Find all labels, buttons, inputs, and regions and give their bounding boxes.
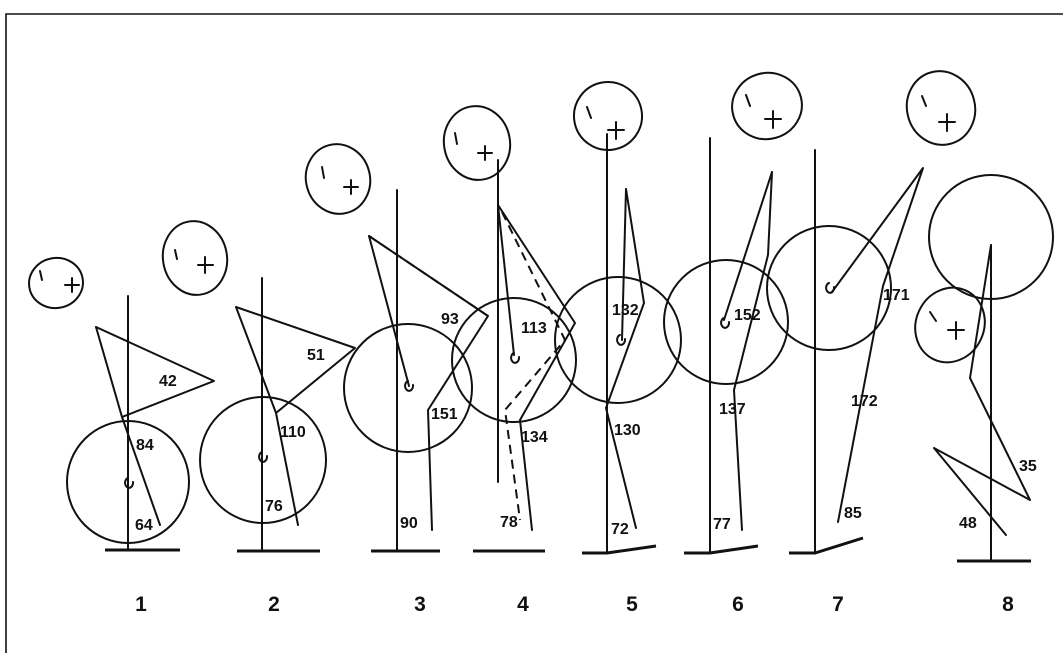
limb-segment	[235, 306, 277, 414]
limb-segment	[621, 188, 627, 341]
hook-marker	[510, 352, 521, 364]
angle-label: 72	[611, 521, 629, 538]
limb-segment	[368, 235, 410, 387]
head-marker	[586, 106, 625, 140]
limb-segments	[831, 167, 924, 523]
hook-marker	[616, 334, 627, 346]
angle-label: 134	[521, 429, 548, 446]
frame-1: 42 84 64 1	[28, 256, 215, 616]
limb-segments	[605, 188, 645, 529]
frame-8: 35 48 8	[914, 174, 1054, 616]
head-outline	[442, 105, 512, 181]
angle-label: 42	[159, 373, 177, 390]
frame-2: 51 110 76 2	[161, 220, 356, 616]
frame-number: 7	[832, 593, 844, 616]
head-marker	[174, 249, 214, 274]
head-outline	[731, 71, 803, 141]
head-marker	[745, 94, 782, 129]
hook-marker	[825, 282, 836, 294]
angle-label: 77	[713, 516, 731, 533]
limb-segments	[733, 171, 773, 531]
head-outline	[161, 220, 229, 296]
frame-7: 171 172 85 7	[766, 70, 977, 616]
limb-segment	[723, 171, 773, 321]
angle-label: 84	[136, 437, 154, 454]
joint-circle	[343, 323, 473, 453]
frame-6: 152 137 77 6	[663, 71, 803, 616]
frame-number: 8	[1002, 593, 1014, 616]
frame-4: 113 134 78 4	[442, 105, 577, 616]
frame-3: 93 151 90 3	[304, 143, 489, 616]
limb-segments	[368, 235, 489, 531]
limb-segments	[235, 306, 356, 526]
limb-segments	[95, 326, 215, 526]
head-outline	[914, 286, 986, 364]
angle-label: 113	[521, 320, 547, 337]
limb-segment	[95, 326, 123, 418]
dashed-limb-segment	[501, 211, 567, 521]
hook-marker	[124, 477, 135, 489]
head-marker	[454, 132, 493, 161]
limb-segment	[497, 204, 515, 356]
dashed-limb-segment	[368, 235, 489, 317]
limb-segments	[933, 244, 1031, 536]
hook-marker	[720, 317, 731, 329]
ground-line	[582, 544, 657, 555]
joint-circle	[199, 396, 327, 524]
angle-label: 64	[135, 517, 153, 534]
angle-label: 48	[959, 515, 977, 532]
hook-marker	[404, 380, 415, 392]
joint-circle	[554, 276, 682, 404]
frame-number: 6	[732, 593, 744, 616]
hook-marker	[258, 451, 269, 463]
angle-label: 85	[844, 505, 862, 522]
head-outline	[304, 143, 372, 215]
angle-label: 172	[851, 393, 878, 410]
joint-circle	[451, 297, 577, 423]
frame-number: 1	[135, 593, 147, 616]
ground-line	[789, 536, 864, 555]
frame-number: 2	[268, 593, 280, 616]
head-marker	[929, 311, 965, 340]
head-marker	[39, 270, 80, 293]
limb-segments	[497, 204, 576, 531]
frame-number: 4	[517, 593, 529, 616]
frame-number: 3	[414, 593, 426, 616]
head-marker	[321, 166, 359, 195]
angle-label: 51	[307, 347, 325, 364]
angle-label: 110	[280, 424, 306, 441]
head-marker	[921, 95, 956, 132]
angle-label: 76	[265, 498, 283, 515]
angle-label: 137	[719, 401, 746, 418]
head-outline	[28, 256, 84, 310]
angle-label: 171	[883, 287, 910, 304]
angle-label: 78	[500, 514, 518, 531]
angle-label: 151	[431, 406, 458, 423]
head-outline	[905, 70, 977, 146]
joint-circle	[766, 225, 892, 351]
joint-circle	[663, 259, 789, 385]
angle-label: 35	[1019, 458, 1037, 475]
joint-circle	[66, 420, 190, 544]
angle-label: 130	[614, 422, 641, 439]
frame-5: 132 130 72 5	[554, 81, 682, 616]
angle-label: 132	[612, 302, 639, 319]
ground-line	[684, 544, 759, 555]
angle-label: 90	[400, 515, 418, 532]
angle-label: 93	[441, 311, 459, 328]
frame-number: 5	[626, 593, 638, 616]
angle-label: 152	[734, 307, 761, 324]
head-outline	[573, 81, 643, 151]
